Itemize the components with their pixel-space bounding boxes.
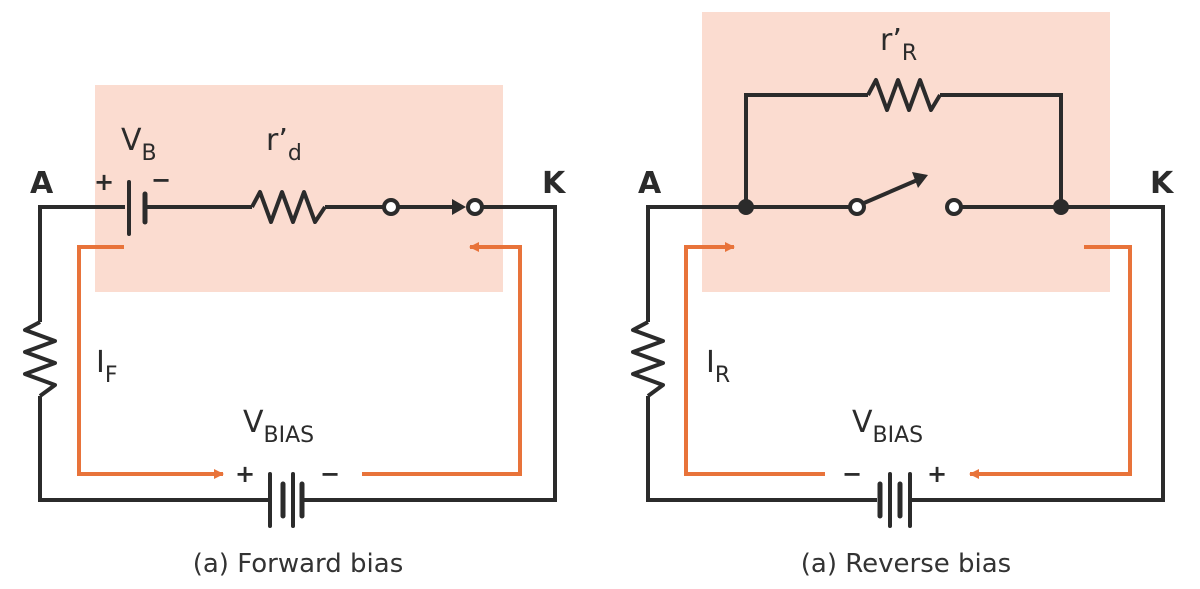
forward-wires xyxy=(38,205,557,502)
reverse-bias-minus-sign: − xyxy=(842,460,862,488)
vb-plus-sign: + xyxy=(94,168,114,196)
vb-battery-symbol xyxy=(127,180,148,236)
vb-label: VB xyxy=(121,123,157,166)
reverse-node-k-label: K xyxy=(1150,166,1175,201)
forward-bias-plus-sign: + xyxy=(235,460,255,488)
if-label: IF xyxy=(96,345,118,388)
junction-dot-right xyxy=(1053,199,1069,215)
forward-current-path xyxy=(77,242,522,479)
rr-resistor-symbol xyxy=(866,78,942,112)
forward-highlight-region xyxy=(95,85,503,292)
forward-vbias-label: VBIAS xyxy=(243,405,314,448)
forward-load-resistor-symbol xyxy=(23,320,57,398)
reverse-bias-plus-sign: + xyxy=(927,460,947,488)
reverse-caption: (a) Reverse bias xyxy=(801,549,1011,579)
ideal-diode-symbol xyxy=(382,198,484,216)
rr-label: r’R xyxy=(880,23,917,66)
rd-label: r’d xyxy=(266,123,302,166)
reverse-highlight-region xyxy=(702,12,1110,292)
forward-node-a-label: A xyxy=(30,166,54,201)
forward-node-k-label: K xyxy=(542,166,567,201)
reverse-node-a-label: A xyxy=(638,166,662,201)
forward-bias-minus-sign: − xyxy=(320,460,340,488)
rd-resistor-symbol xyxy=(250,190,327,224)
reverse-load-resistor-symbol xyxy=(631,320,665,398)
open-switch-symbol xyxy=(848,172,963,216)
forward-vbias-battery-symbol xyxy=(268,472,305,528)
reverse-wires xyxy=(646,93,1165,502)
forward-bias-circuit: A K VB + − r’d IF VBIAS + − (a) Forward … xyxy=(23,85,567,579)
ir-label: IR xyxy=(706,345,730,388)
reverse-current-path xyxy=(684,242,1132,479)
junction-dot-left xyxy=(738,199,754,215)
vb-minus-sign: − xyxy=(151,166,171,194)
forward-caption: (a) Forward bias xyxy=(193,549,404,579)
reverse-vbias-battery-symbol xyxy=(877,472,912,528)
reverse-bias-circuit: A K r’R IR VBIAS − + (a) Reverse bias xyxy=(631,12,1175,579)
reverse-vbias-label: VBIAS xyxy=(852,405,923,448)
